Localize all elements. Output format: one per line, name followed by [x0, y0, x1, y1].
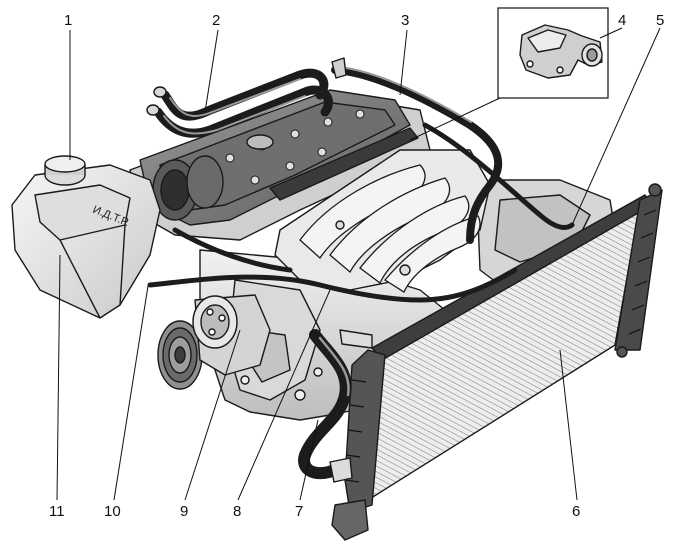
hose-10-expansion-return [147, 227, 518, 303]
valve-cover-bolts [225, 109, 365, 185]
oil-filler-cap [246, 134, 274, 150]
hose-2-throttle-heating [146, 68, 333, 138]
hose-3-radiator-supply [331, 57, 503, 244]
callout-2: 2 [212, 12, 220, 29]
callout-5: 5 [656, 12, 664, 29]
water-pump [192, 294, 271, 376]
callout-3: 3 [401, 12, 409, 29]
expansion-tank: И.Д.Т.Р. [11, 155, 161, 319]
callout-11: 11 [49, 503, 65, 520]
callout-1: 1 [64, 12, 72, 29]
radiator [331, 183, 663, 541]
callout-8: 8 [233, 503, 241, 520]
callout-4: 4 [618, 12, 626, 29]
callout-6: 6 [572, 503, 580, 520]
intake-manifold [274, 149, 491, 293]
thermostat-housing-detail [519, 24, 603, 79]
hose-5-radiator-vent [422, 122, 575, 230]
callout-9: 9 [180, 503, 188, 520]
leader-lines [56, 27, 661, 501]
hose-7-radiator-outlet [298, 329, 373, 483]
callout-numbers: 1 2 3 4 5 6 7 8 9 10 11 [49, 12, 664, 520]
callout-10: 10 [104, 503, 121, 520]
callout-7: 7 [295, 503, 303, 520]
radiator-side-tank-ribs [628, 209, 657, 335]
ignition-coil-rail [269, 127, 419, 201]
valve-cover [139, 89, 419, 226]
inset-detail-box [497, 7, 609, 99]
pulley [157, 320, 203, 390]
